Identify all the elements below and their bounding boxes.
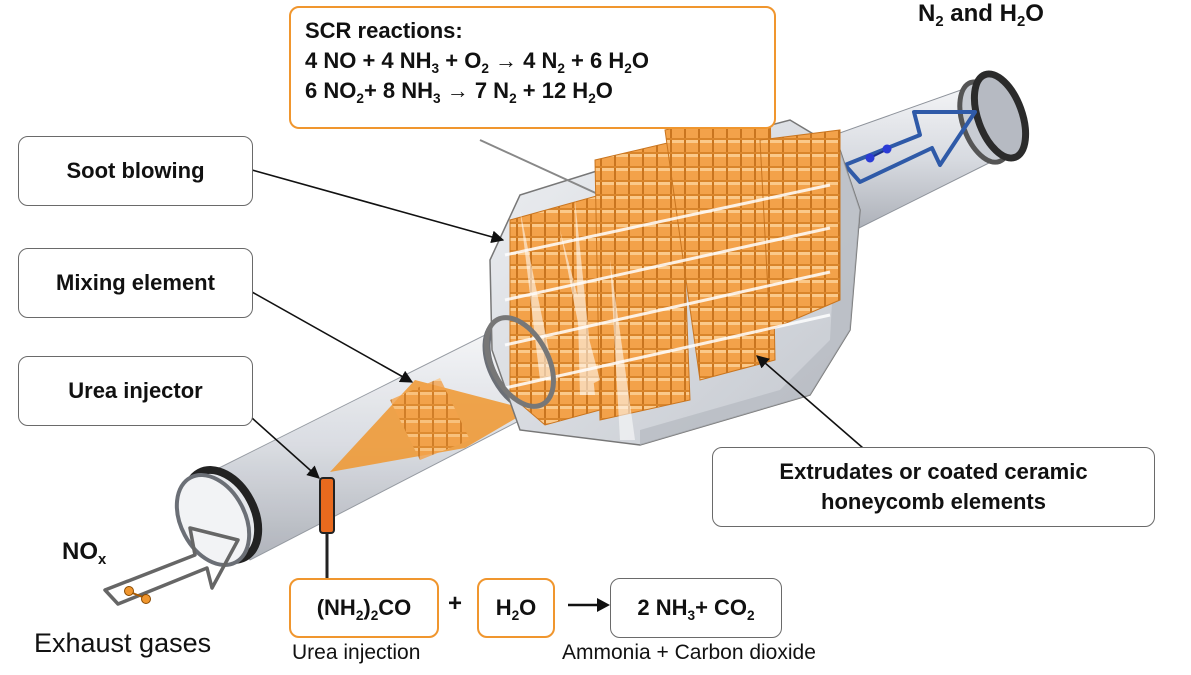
inlet-flow-arrow — [103, 526, 240, 606]
scr-reactions-box: SCR reactions: 4 NO + 4 NH3 + O2 → 4 N2 … — [289, 6, 776, 129]
reaction-arrow — [568, 598, 610, 612]
ammonia-co2-caption: Ammonia + Carbon dioxide — [562, 641, 816, 664]
honeycomb-label-box: Extrudates or coated ceramic honeycomb e… — [712, 447, 1155, 527]
soot-blowing-label-box: Soot blowing — [18, 136, 253, 206]
mixing-element-label-box: Mixing element — [18, 248, 253, 318]
exhaust-gases-label: Exhaust gases — [34, 628, 212, 658]
housing-inlet-ring — [484, 315, 556, 409]
inlet-label: NOx — [62, 538, 107, 569]
urea-injection-caption: Urea injection — [292, 641, 421, 664]
urea-injector-label: Urea injector — [68, 378, 203, 403]
leader-lines — [251, 169, 864, 479]
catalyst-blocks — [504, 104, 841, 440]
urea-injector-label-box: Urea injector — [18, 356, 253, 426]
outlet-label: N2 and H2O — [918, 0, 1044, 31]
water-formula: H2O — [495, 595, 537, 623]
products-formula: 2 NH3+ CO2 — [637, 595, 755, 623]
honeycomb-label: Extrudates or coated ceramic honeycomb e… — [779, 459, 1088, 514]
plus-sign: + — [448, 590, 463, 617]
water-formula-box: H2O — [477, 578, 555, 638]
mixing-element-label: Mixing element — [56, 270, 215, 295]
urea-formula: (NH2)2CO — [316, 595, 412, 623]
leader-soot-blowing — [251, 169, 505, 244]
scr-reactions-title: SCR reactions: — [305, 18, 463, 43]
mixing-cone — [330, 378, 530, 472]
leader-urea-injector — [251, 417, 320, 479]
soot-blowing-label: Soot blowing — [66, 158, 205, 183]
urea-formula-box: (NH2)2CO — [289, 578, 439, 638]
outlet-flow-arrow — [843, 110, 977, 184]
scr-reaction-1: 4 NO + 4 NH3 + O2 → 4 N2 + 6 H2O — [305, 48, 649, 76]
scr-reaction-2: 6 NO2+ 8 NH3 → 7 N2 + 12 H2O — [305, 78, 613, 106]
urea-injector-nozzle — [319, 477, 335, 600]
leader-honeycomb — [756, 355, 864, 449]
leader-mixing-element — [251, 291, 414, 383]
products-formula-box: 2 NH3+ CO2 — [610, 578, 782, 638]
